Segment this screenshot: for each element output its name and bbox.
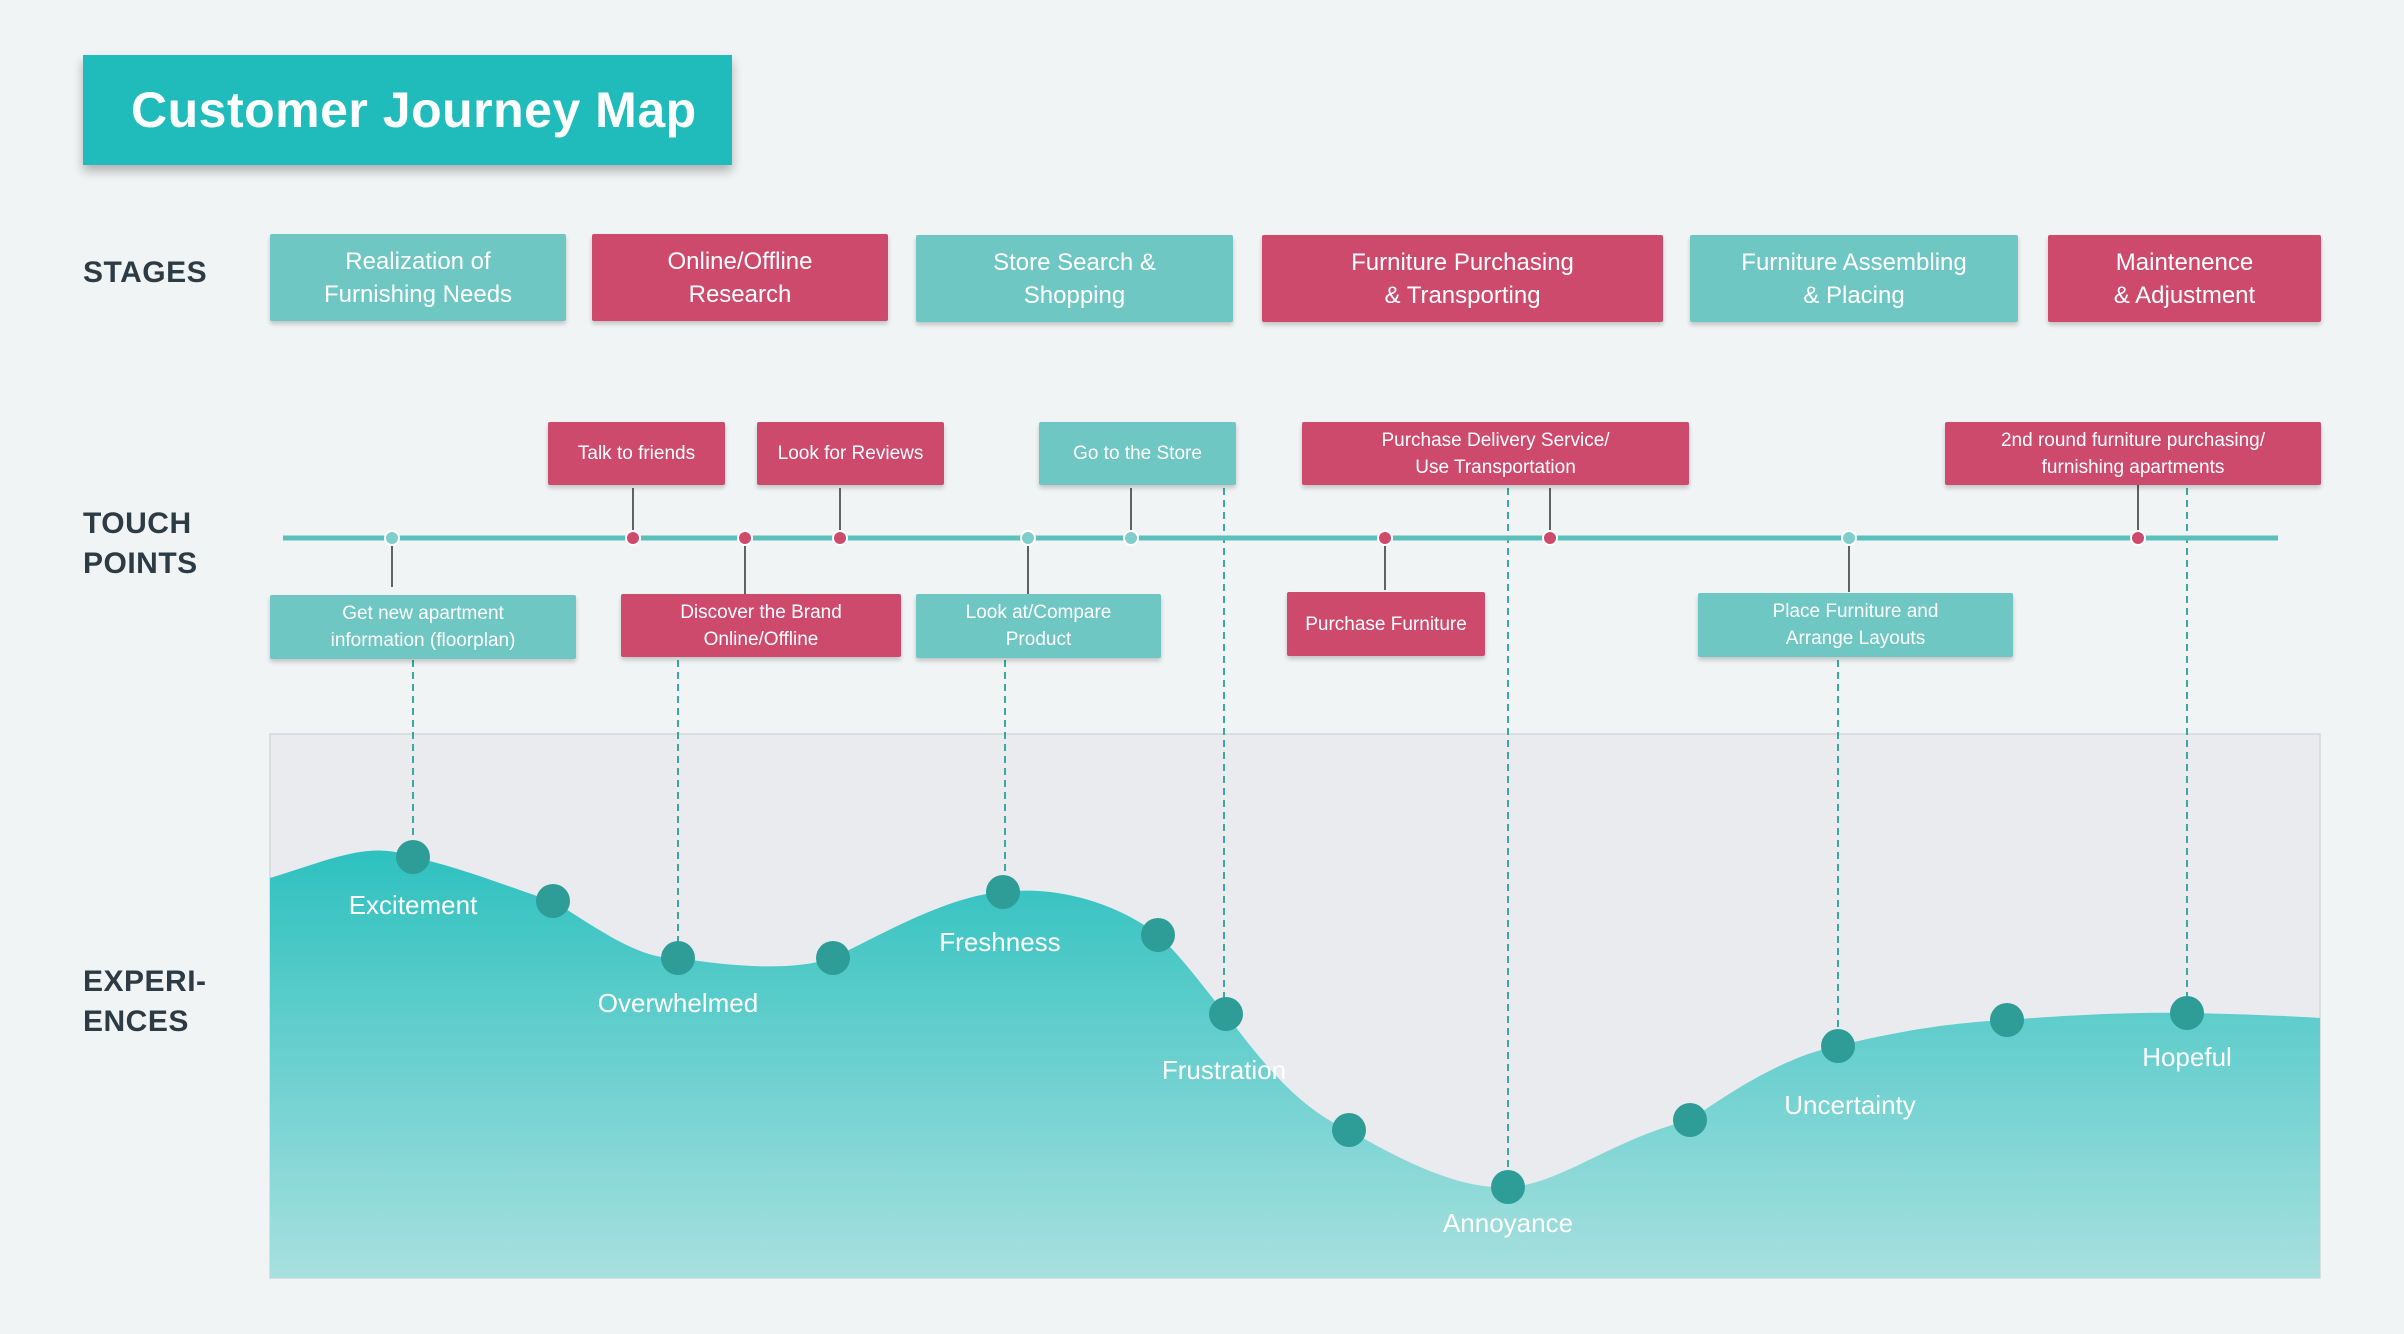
- emotion-marker[interactable]: [2170, 996, 2204, 1030]
- touch-point-discover-brand[interactable]: Discover the Brand Online/Offline: [621, 594, 901, 657]
- touch-point-place-furniture[interactable]: Place Furniture and Arrange Layouts: [1698, 593, 2013, 657]
- touch-point-label: Go to the Store: [1073, 443, 1202, 464]
- emotion-hopeful: Hopeful: [2142, 1042, 2232, 1072]
- touch-point-dot[interactable]: [2130, 530, 2146, 546]
- touch-point-look-for-reviews[interactable]: Look for Reviews: [757, 422, 944, 485]
- emotion-marker[interactable]: [1673, 1103, 1707, 1137]
- touch-point-go-to-store[interactable]: Go to the Store: [1039, 422, 1236, 485]
- touch-point-label: Talk to friends: [577, 443, 696, 464]
- touch-point-talk-to-friends[interactable]: Talk to friends: [548, 422, 725, 485]
- emotion-marker[interactable]: [1332, 1113, 1366, 1147]
- stage-label: Online/Offline Research: [667, 247, 813, 308]
- emotion-markers: [396, 840, 2204, 1204]
- title-banner: Customer Journey Map: [83, 55, 732, 165]
- touch-point-label: 2nd round furniture purchasing/ furnishi…: [2000, 429, 2266, 478]
- touch-point-dot[interactable]: [737, 530, 753, 546]
- emotion-marker[interactable]: [816, 941, 850, 975]
- stage-assembling[interactable]: Furniture Assembling & Placing: [1690, 235, 2018, 322]
- emotion-marker[interactable]: [536, 884, 570, 918]
- touch-point-label: Discover the Brand Online/Offline: [680, 601, 842, 650]
- stage-label: Realization of Furnishing Needs: [323, 247, 513, 308]
- emotion-excitement: Excitement: [348, 890, 478, 920]
- stage-label: Store Search & Shopping: [993, 248, 1156, 309]
- touch-point-purchase-delivery[interactable]: Purchase Delivery Service/ Use Transport…: [1302, 422, 1689, 485]
- emotion-marker[interactable]: [1209, 997, 1243, 1031]
- row-label-stages: STAGES: [83, 256, 208, 289]
- touch-point-dot[interactable]: [1020, 530, 1036, 546]
- connector-lines: [391, 448, 2188, 1183]
- touch-point-dot[interactable]: [1123, 530, 1139, 546]
- touch-point-label: Place Furniture and Arrange Layouts: [1772, 601, 1939, 649]
- stage-maintenance[interactable]: Maintenence & Adjustment: [2048, 235, 2321, 322]
- emotion-uncertainty: Uncertainty: [1784, 1090, 1916, 1120]
- touch-point-dot[interactable]: [1542, 530, 1558, 546]
- touch-point-purchase-furniture[interactable]: Purchase Furniture: [1287, 592, 1485, 656]
- stage-purchasing[interactable]: Furniture Purchasing & Transporting: [1262, 235, 1663, 322]
- row-label-experiences: EXPERI- ENCES: [83, 965, 207, 1038]
- touch-point-dot[interactable]: [1841, 530, 1857, 546]
- emotion-marker[interactable]: [1141, 918, 1175, 952]
- stage-research[interactable]: Online/Offline Research: [592, 234, 888, 321]
- emotion-marker[interactable]: [986, 875, 1020, 909]
- touch-point-label: Look for Reviews: [777, 443, 924, 464]
- touch-point-second-round-purchasing[interactable]: 2nd round furniture purchasing/ furnishi…: [1945, 422, 2321, 485]
- emotion-marker[interactable]: [661, 941, 695, 975]
- page-title: Customer Journey Map: [131, 82, 697, 138]
- row-label-touch-points: TOUCH POINTS: [83, 507, 198, 580]
- touch-point-apartment-info[interactable]: Get new apartment information (floorplan…: [270, 595, 576, 659]
- touch-point-label: Get new apartment information (floorplan…: [330, 603, 516, 651]
- touch-point-dot[interactable]: [625, 530, 641, 546]
- emotion-annoyance: Annoyance: [1442, 1208, 1574, 1238]
- touch-point-dot[interactable]: [1377, 530, 1393, 546]
- emotion-marker[interactable]: [1821, 1029, 1855, 1063]
- stage-store-search[interactable]: Store Search & Shopping: [916, 235, 1233, 322]
- emotion-overwhelmed: Overwhelmed: [597, 988, 759, 1018]
- stage-label: Maintenence & Adjustment: [2113, 248, 2256, 309]
- emotion-marker[interactable]: [1990, 1003, 2024, 1037]
- emotion-marker[interactable]: [396, 840, 430, 874]
- touch-point-dot[interactable]: [832, 530, 848, 546]
- stage-label: Furniture Assembling & Placing: [1741, 248, 1967, 309]
- touch-point-label: Purchase Delivery Service/ Use Transport…: [1381, 429, 1610, 478]
- touch-point-label: Purchase Furniture: [1305, 613, 1467, 635]
- emotion-curve: [270, 850, 2320, 1278]
- emotion-marker[interactable]: [1491, 1170, 1525, 1204]
- touch-point-compare-product[interactable]: Look at/Compare Product: [916, 594, 1161, 658]
- touch-point-dot[interactable]: [384, 530, 400, 546]
- touch-point-label: Look at/Compare Product: [965, 602, 1112, 650]
- stage-realization[interactable]: Realization of Furnishing Needs: [270, 234, 566, 321]
- touch-point-dots: [384, 530, 2146, 546]
- stage-label: Furniture Purchasing & Transporting: [1351, 248, 1574, 309]
- emotion-frustration: Frustration: [1161, 1055, 1287, 1085]
- emotion-freshness: Freshness: [939, 927, 1061, 957]
